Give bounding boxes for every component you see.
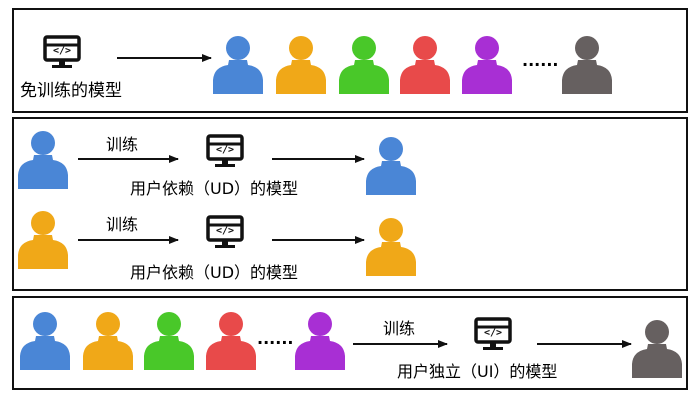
user-icon-red — [206, 312, 256, 370]
train-label: 训练 — [106, 215, 139, 234]
user-dependent-model-label: 用户依赖（UD）的模型 — [130, 263, 299, 282]
user-icon-blue — [20, 312, 70, 370]
svg-text:</>: </> — [216, 226, 234, 237]
svg-text:</>: </> — [53, 46, 71, 57]
user-icon-orange — [276, 36, 326, 94]
user-icon-green — [144, 312, 194, 370]
monitor-icon: </> — [206, 134, 244, 169]
user-icon-gray — [562, 36, 612, 94]
ellipsis-label: ...... — [522, 51, 559, 70]
user-icon-orange — [18, 211, 68, 269]
monitor-icon: </> — [474, 317, 512, 352]
user-dependent-model-label: 用户依赖（UD）的模型 — [130, 179, 299, 198]
user-icon-blue — [213, 36, 263, 94]
user-independent-model-label: 用户独立（UI）的模型 — [397, 362, 558, 381]
panel-training-free — [12, 8, 688, 113]
monitor-icon: </> — [206, 215, 244, 250]
user-icon-red — [400, 36, 450, 94]
svg-text:</>: </> — [484, 328, 502, 339]
user-icon-blue — [366, 137, 416, 195]
user-icon-green — [339, 36, 389, 94]
user-icon-orange — [366, 218, 416, 276]
user-icon-gray — [632, 320, 682, 378]
svg-text:</>: </> — [216, 145, 234, 156]
user-icon-blue — [18, 131, 68, 189]
train-label: 训练 — [106, 135, 139, 154]
user-icon-orange — [83, 312, 133, 370]
monitor-icon: </> — [43, 35, 81, 70]
user-icon-purple — [295, 312, 345, 370]
ellipsis-label: ...... — [257, 329, 294, 348]
train-label: 训练 — [383, 319, 416, 338]
panel-user-dependent — [12, 117, 688, 291]
user-icon-purple — [462, 36, 512, 94]
training-free-model-label: 免训练的模型 — [20, 81, 122, 101]
